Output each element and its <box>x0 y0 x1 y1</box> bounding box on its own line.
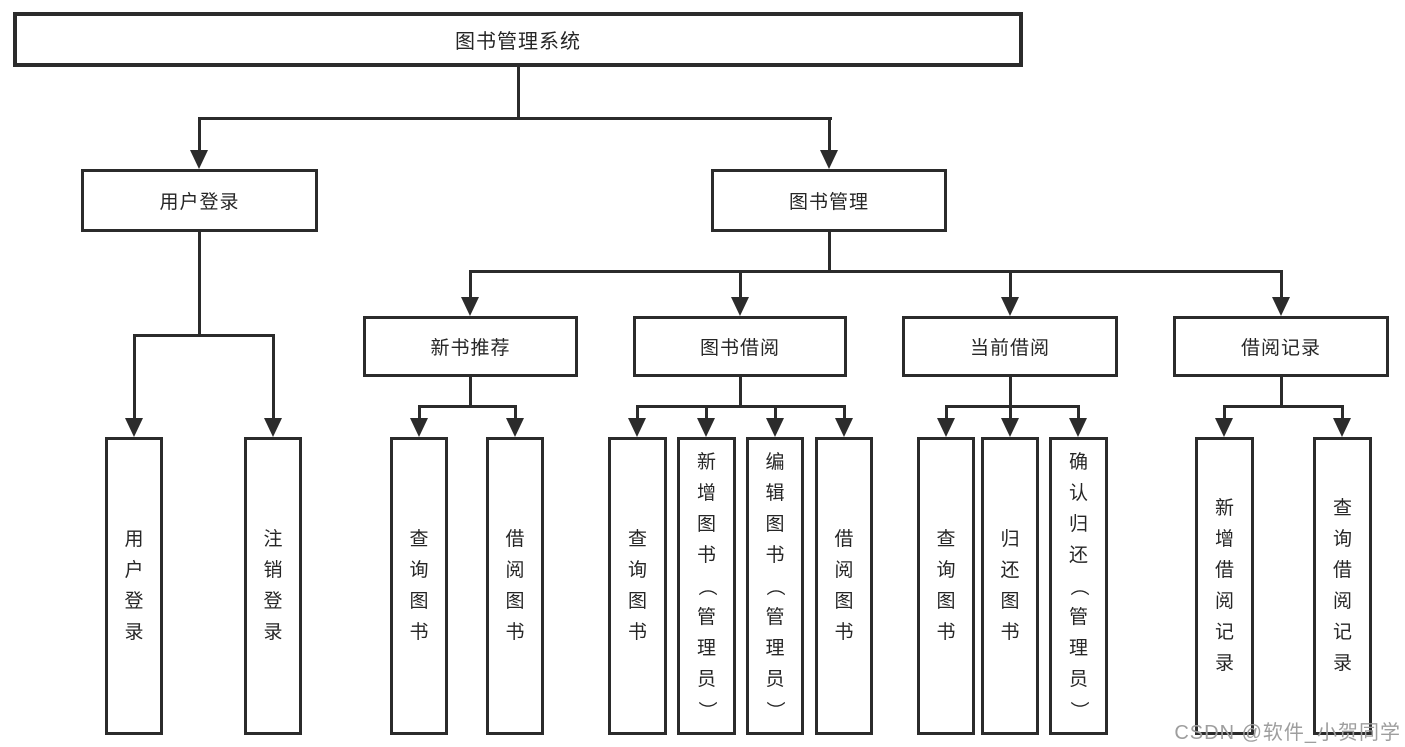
arrowhead-new-book <box>461 297 479 316</box>
connector-leaf-logout-stem <box>272 334 275 420</box>
arrowhead-leaf-query-borrow-record <box>1333 418 1351 437</box>
arrowhead-leaf-borrow-books-1 <box>506 418 524 437</box>
arrowhead-leaf-logout <box>264 418 282 437</box>
connector-book-borrowing-down <box>739 377 742 408</box>
arrowhead-borrowing-records <box>1272 297 1290 316</box>
arrowhead-leaf-add-books <box>697 418 715 437</box>
node-library-management-system: 图书管理系统 <box>13 12 1023 67</box>
node-current-borrowing: 当前借阅 <box>902 316 1118 377</box>
arrowhead-leaf-return-books <box>1001 418 1019 437</box>
connector-book-management-stem <box>828 117 831 152</box>
node-new-book-recommend: 新书推荐 <box>363 316 578 377</box>
arrowhead-book-borrowing <box>731 297 749 316</box>
connector-leaf-stem <box>774 405 777 420</box>
leaf-query-books-current: 查询图书 <box>917 437 975 735</box>
connector-leaf-stem <box>705 405 708 420</box>
connector-leaf-stem <box>1009 405 1012 420</box>
leaf-query-books-borrowing: 查询图书 <box>608 437 667 735</box>
arrowhead-leaf-query-books-3 <box>937 418 955 437</box>
connector-level2-rail <box>198 117 832 120</box>
arrowhead-user-login <box>190 150 208 169</box>
leaf-confirm-return-admin: 确认归还（管理员） <box>1049 437 1108 735</box>
connector-leaf-stem <box>636 405 639 420</box>
connector-leaf-stem <box>945 405 948 420</box>
connector-leaf-user-login-stem <box>133 334 136 420</box>
connector-current-borrowing-stem <box>1009 270 1012 299</box>
arrowhead-leaf-edit-books <box>766 418 784 437</box>
connector-user-login-rail <box>133 334 275 337</box>
leaf-add-books-admin: 新增图书（管理员） <box>677 437 736 735</box>
watermark: CSDN @软件_小贺同学 <box>1174 722 1401 744</box>
connector-leaf-stem <box>1077 405 1080 420</box>
leaf-add-borrow-record: 新增借阅记录 <box>1195 437 1254 735</box>
connector-current-borrowing-rail <box>945 405 1080 408</box>
arrowhead-current-borrowing <box>1001 297 1019 316</box>
connector-leaf-stem <box>514 405 517 420</box>
leaf-query-borrow-record: 查询借阅记录 <box>1313 437 1372 735</box>
node-borrowing-records: 借阅记录 <box>1173 316 1389 377</box>
connector-new-book-rail <box>418 405 517 408</box>
connector-new-book-stem <box>469 270 472 299</box>
leaf-borrow-books-recommend: 借阅图书 <box>486 437 544 735</box>
leaf-query-books-recommend: 查询图书 <box>390 437 448 735</box>
connector-leaf-stem <box>418 405 421 420</box>
connector-book-borrowing-stem <box>739 270 742 299</box>
connector-new-book-down <box>469 377 472 408</box>
node-book-borrowing: 图书借阅 <box>633 316 847 377</box>
connector-user-login-stem <box>198 117 201 152</box>
leaf-logout: 注销登录 <box>244 437 302 735</box>
connector-book-borrowing-rail <box>636 405 846 408</box>
arrowhead-leaf-query-books-2 <box>628 418 646 437</box>
arrowhead-book-management <box>820 150 838 169</box>
connector-borrowing-records-rail <box>1223 405 1344 408</box>
arrowhead-leaf-user-login <box>125 418 143 437</box>
leaf-edit-books-admin: 编辑图书（管理员） <box>746 437 804 735</box>
leaf-return-books: 归还图书 <box>981 437 1039 735</box>
connector-leaf-stem <box>1223 405 1226 420</box>
leaf-borrow-books-borrowing: 借阅图书 <box>815 437 873 735</box>
connector-book-management-down <box>828 232 831 273</box>
connector-borrowing-records-stem <box>1280 270 1283 299</box>
connector-level3-rail <box>469 270 1283 273</box>
arrowhead-leaf-borrow-books-2 <box>835 418 853 437</box>
arrowhead-leaf-confirm-return <box>1069 418 1087 437</box>
arrowhead-leaf-add-borrow-record <box>1215 418 1233 437</box>
connector-borrowing-records-down <box>1280 377 1283 408</box>
connector-leaf-stem <box>1341 405 1344 420</box>
node-book-management: 图书管理 <box>711 169 947 232</box>
connector-user-login-down <box>198 232 201 337</box>
leaf-user-login: 用户登录 <box>105 437 163 735</box>
connector-leaf-stem <box>843 405 846 420</box>
connector-current-borrowing-down <box>1009 377 1012 408</box>
arrowhead-leaf-query-books-1 <box>410 418 428 437</box>
node-user-login: 用户登录 <box>81 169 318 232</box>
connector-root-stem <box>517 67 520 120</box>
